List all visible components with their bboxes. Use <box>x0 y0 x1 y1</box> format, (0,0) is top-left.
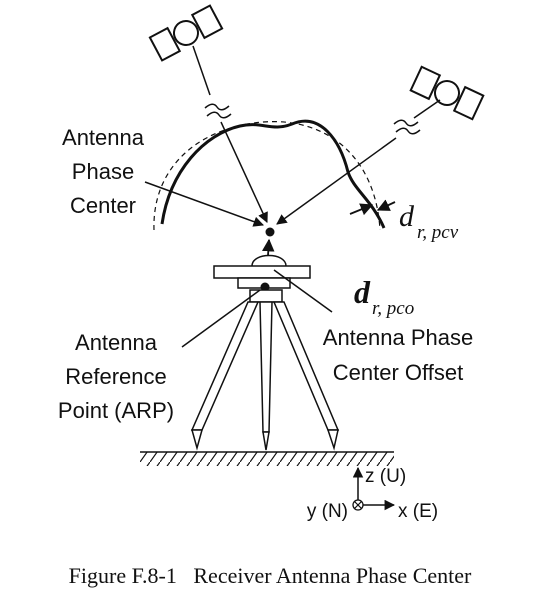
arp-leader-line <box>181 289 261 348</box>
satellite-right-icon <box>409 65 485 121</box>
axis-y-label: y (N) <box>307 501 348 522</box>
figure-caption: Figure F.8-1 Receiver Antenna Phase Cent… <box>69 563 472 588</box>
tripod <box>190 289 340 451</box>
pcv-arrow <box>376 199 396 211</box>
apc-leader-line <box>144 181 264 227</box>
apc-label-line2: Phase <box>72 159 134 184</box>
coordinate-axes <box>352 466 396 511</box>
arp-label-line1: Antenna <box>75 330 158 355</box>
arp-label-line2: Reference <box>65 364 167 389</box>
arp-label-line3: Point (ARP) <box>58 398 174 423</box>
signal-ray-left <box>192 45 268 223</box>
pco-label-line2: Center Offset <box>333 360 463 385</box>
pco-label-line1: Antenna Phase <box>323 325 473 350</box>
phase-pattern-curve <box>160 119 386 229</box>
axis-z-label: z (U) <box>365 466 406 487</box>
satellite-left-icon <box>148 4 224 62</box>
axis-x-label: x (E) <box>398 501 438 522</box>
reference-hemisphere <box>153 121 381 231</box>
pco-leader-line <box>273 269 333 313</box>
signal-ray-right <box>276 99 441 225</box>
apc-label-line3: Center <box>70 193 136 218</box>
pcv-arrow-2 <box>349 203 374 216</box>
pco-symbol-subscript: r, pco <box>372 298 414 319</box>
antenna-body <box>213 254 311 289</box>
pcv-symbol-main: d <box>399 200 415 233</box>
apc-label-line1: Antenna <box>62 125 145 150</box>
pco-symbol-main: d <box>354 274 371 310</box>
pcv-symbol-subscript: r, pcv <box>417 222 459 243</box>
ground <box>140 451 394 466</box>
phase-center-point <box>265 227 275 237</box>
